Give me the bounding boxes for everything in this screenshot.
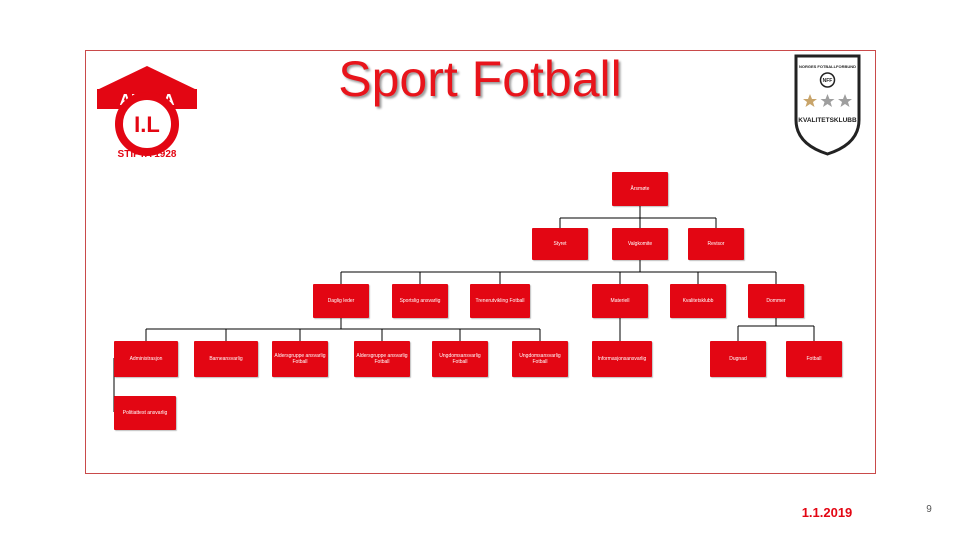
org-node-informasjonsansvarlig: Informasjonsansvarlig <box>592 341 652 377</box>
org-node-politiattest: Politiattest ansvarlig <box>114 396 176 430</box>
org-node-ungdomsansvarlig-2: Ungdomsansvarlig Fotball <box>512 341 568 377</box>
org-node-trenerutvikling: Trenerutvikling Fotball <box>470 284 530 318</box>
org-node-sportslig-ansvarlig: Sportslig ansvarlig <box>392 284 448 318</box>
logo-ring-text: STIFTA 1928 <box>118 149 177 160</box>
org-node-materiell: Materiell <box>592 284 648 318</box>
slide-frame <box>85 50 876 474</box>
org-node-styret: Styret <box>532 228 588 260</box>
org-node-ungdomsansvarlig-1: Ungdomsansvarlig Fotball <box>432 341 488 377</box>
org-node-revisor: Revisor <box>688 228 744 260</box>
aksla-logo-icon: AKSLA I.L STIFTA 1928 <box>97 66 197 160</box>
org-node-barneansvarlig: Barneansvarlig <box>194 341 258 377</box>
org-node-dugnad: Dugnad <box>710 341 766 377</box>
page-title: Sport Fotball <box>338 51 622 107</box>
org-node-administrasjon: Administrasjon <box>114 341 178 377</box>
org-node-kvalitetsklubb: Kvalitetsklubb <box>670 284 726 318</box>
org-node-fotball: Fotball <box>786 341 842 377</box>
org-node-aldersgruppe-1: Aldersgruppe ansvarlig Fotball <box>272 341 328 377</box>
page-number: 9 <box>926 504 932 515</box>
logo-initials: I.L <box>134 112 160 137</box>
kvalitetsklubb-badge-icon: NORGES FOTBALLFORBUND NFF KVALITETSKLUBB <box>794 54 861 156</box>
org-node-aldersgruppe-2: Aldersgruppe ansvarlig Fotball <box>354 341 410 377</box>
badge-top-text: NORGES FOTBALLFORBUND <box>799 64 856 69</box>
badge-center-text: NFF <box>823 78 833 84</box>
org-node-root: Årsmøte <box>612 172 668 206</box>
org-node-daglig-leder: Daglig leder <box>313 284 369 318</box>
badge-bottom-text: KVALITETSKLUBB <box>798 117 857 124</box>
org-node-dommer: Dommer <box>748 284 804 318</box>
org-node-valgkomite: Valgkomite <box>612 228 668 260</box>
slide-date: 1.1.2019 <box>801 505 853 520</box>
